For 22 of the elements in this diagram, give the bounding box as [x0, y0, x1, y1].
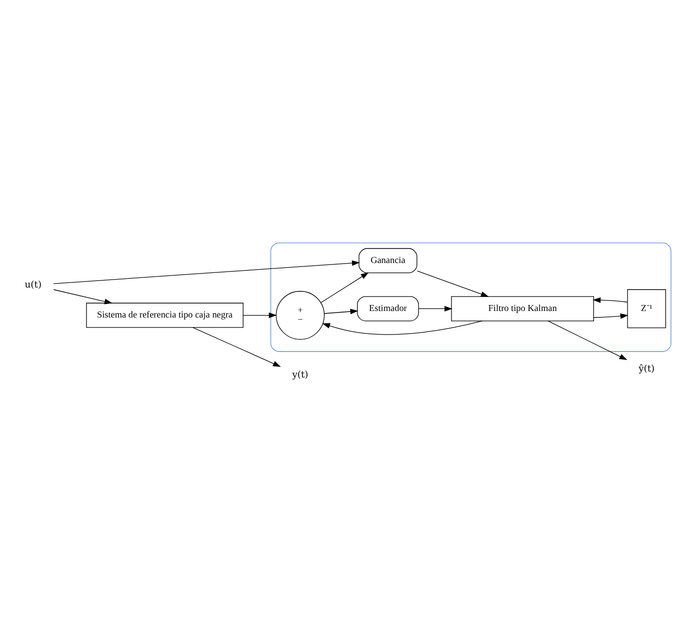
node-box: Z⁻¹ — [627, 289, 666, 328]
arrow — [418, 306, 452, 312]
arrow — [53, 260, 360, 284]
arrow — [592, 297, 628, 303]
arrow — [53, 289, 112, 304]
arrow — [324, 308, 358, 314]
arrow — [320, 272, 369, 303]
node-box: Estimador — [357, 296, 419, 322]
node-box: Sistema de referencia tipo caja negra — [86, 302, 244, 328]
arrow — [192, 327, 281, 367]
node-text: y(t) — [292, 370, 308, 381]
node-box: Filtro tipo Kalman — [451, 296, 594, 322]
arrow — [416, 270, 489, 297]
node-text: u(t) — [24, 279, 42, 290]
arrow — [322, 320, 482, 335]
node-circle: + − — [276, 290, 325, 340]
cluster — [270, 242, 672, 352]
node-box: Ganancia — [358, 248, 418, 274]
arrow — [593, 313, 628, 319]
arrow — [548, 320, 628, 360]
node-text: ŷ(t) — [638, 364, 655, 375]
arrow — [242, 312, 277, 318]
